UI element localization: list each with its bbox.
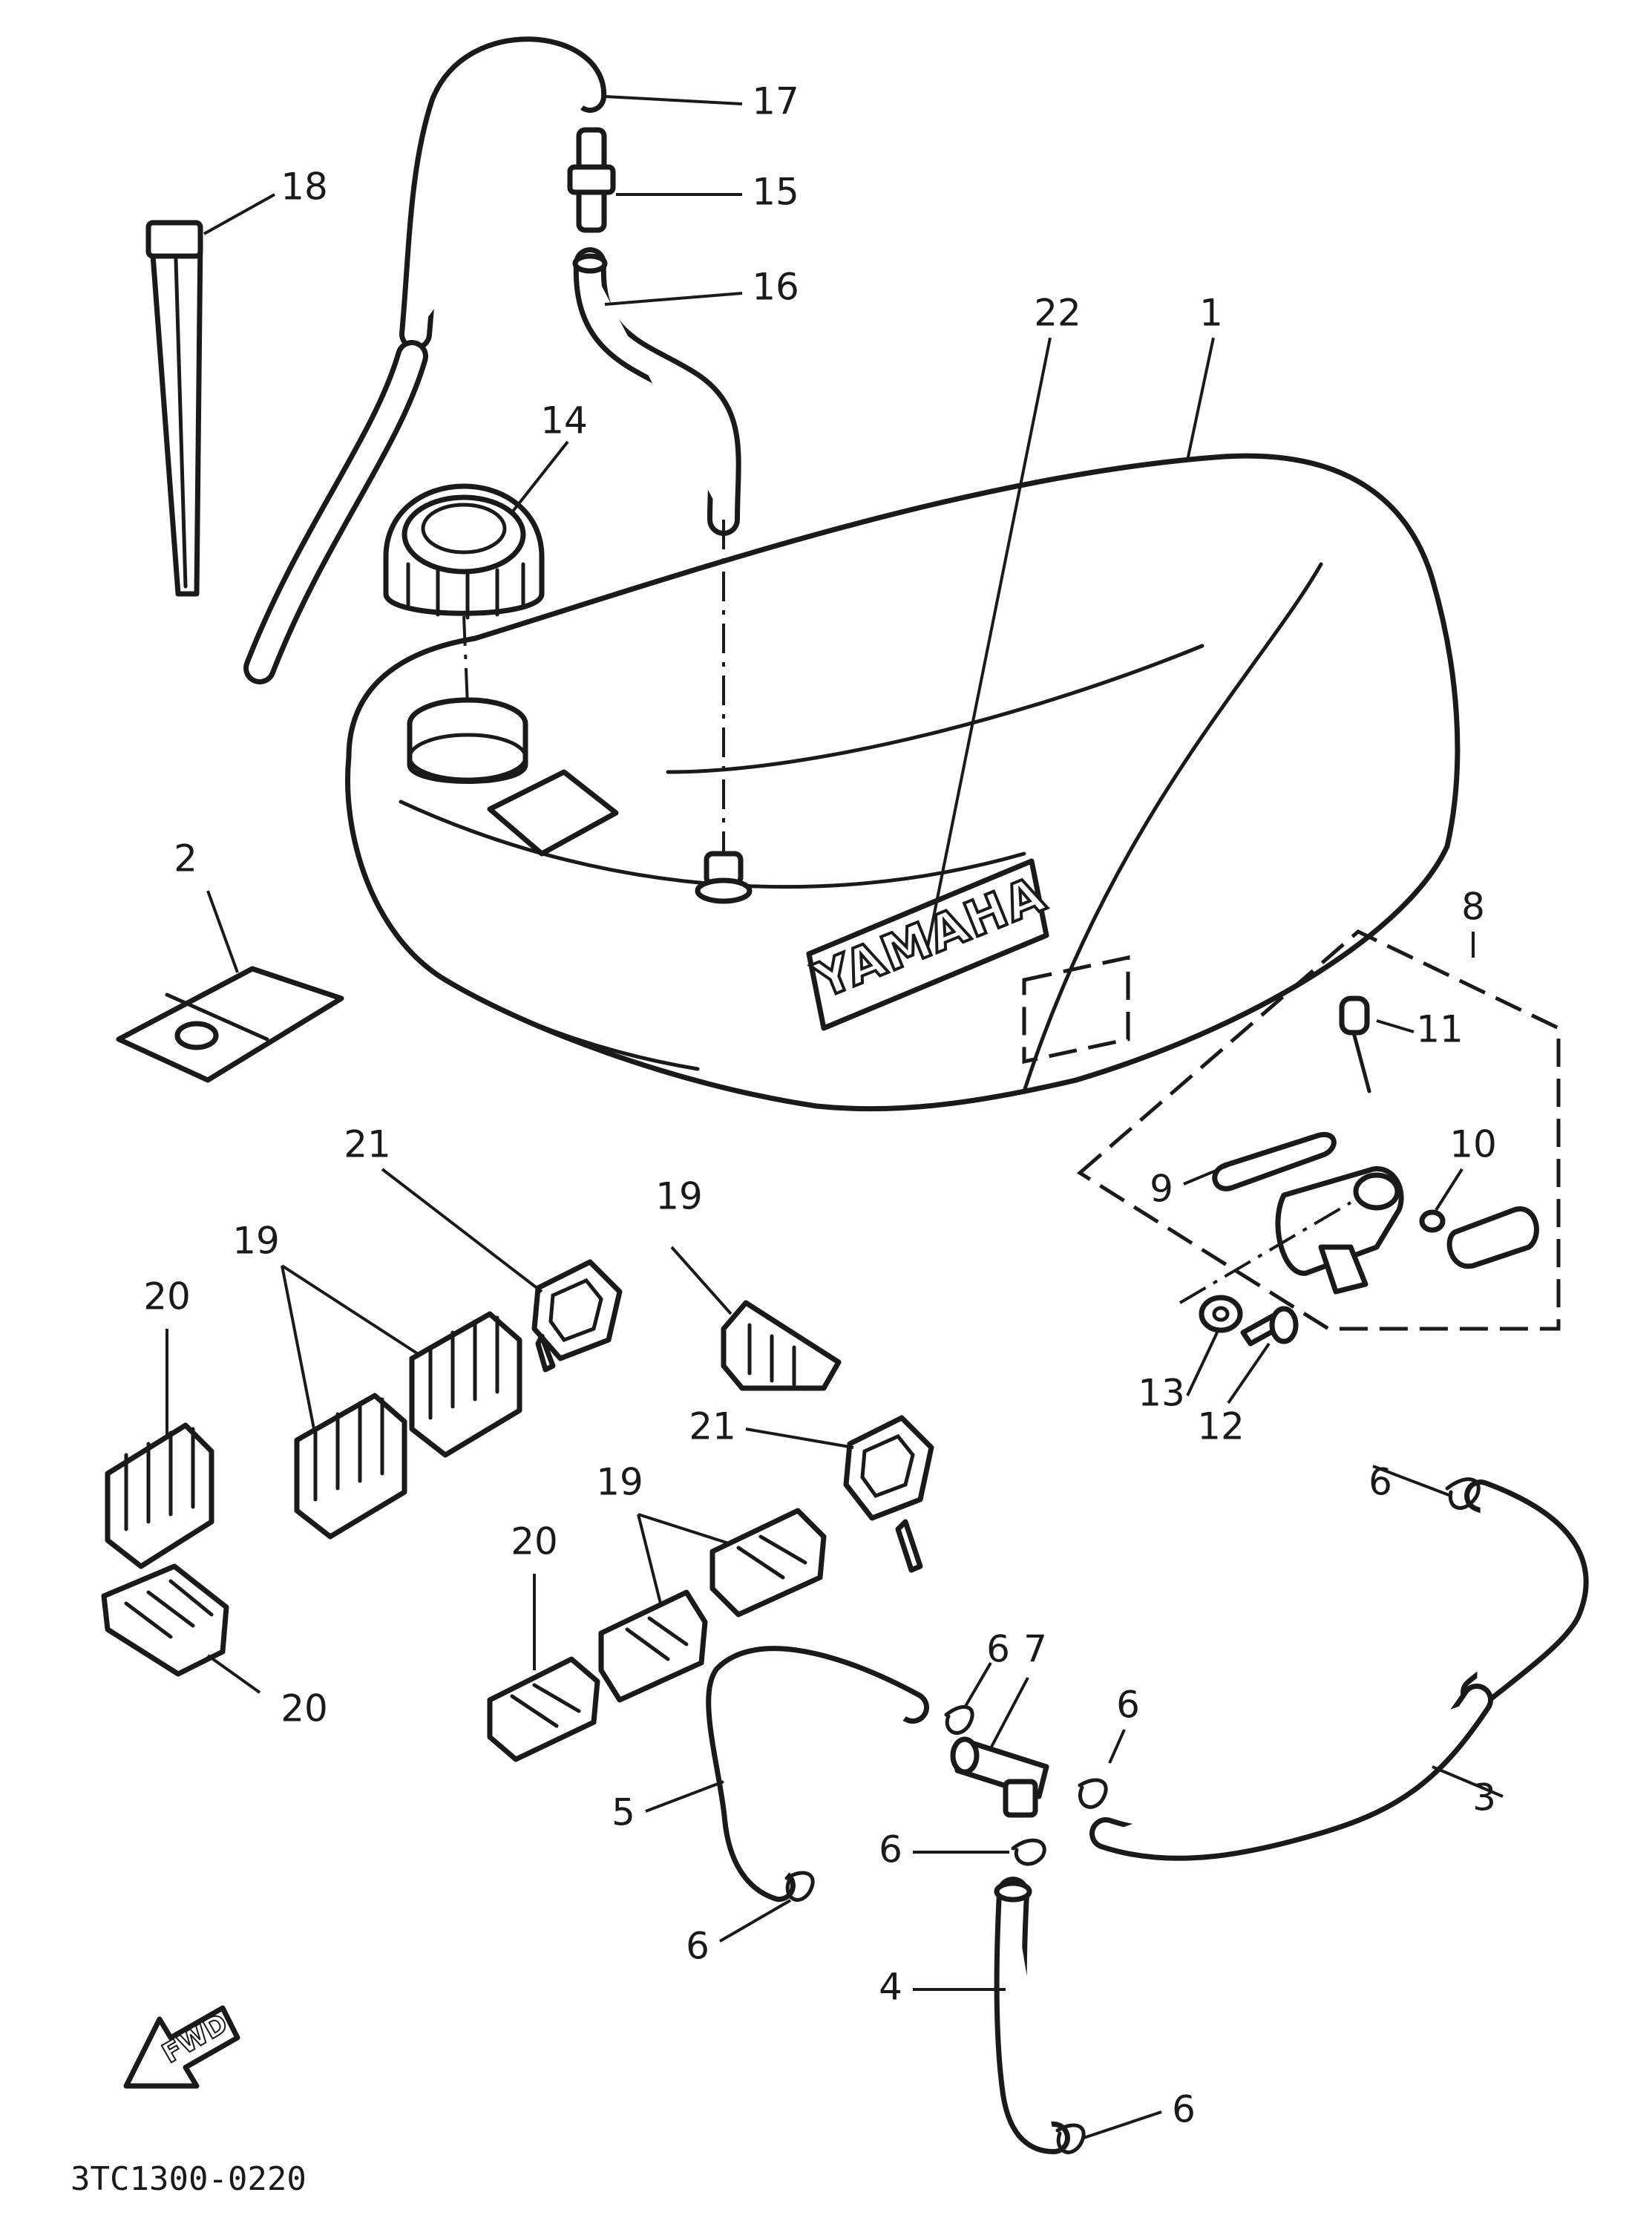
callout-13: 13 [1138,1372,1185,1415]
protector-20-mid [487,1656,600,1762]
callout-6-hose-5-end: 6 [686,1925,709,1968]
callout-2: 2 [174,837,197,880]
callout-6-left-of-joint: 6 [986,1628,1010,1671]
callout-labels: 1 2 3 4 5 6 6 6 6 6 6 6 7 8 9 10 11 12 1… [143,80,1497,2131]
fuel-hose-3 [1089,1479,1589,1861]
callout-22: 22 [1034,292,1081,335]
centerline-cock [1179,1201,1352,1304]
callout-19-mid: 19 [596,1461,643,1504]
callout-20-lower-left: 20 [281,1687,328,1730]
callout-18: 18 [281,166,328,209]
fuel-hose-4 [994,1877,1070,2154]
callout-7: 7 [1023,1628,1047,1671]
callout-10: 10 [1449,1123,1497,1166]
fwd-direction-arrow: FWD [123,2005,240,2089]
protector-19-left-a [294,1393,407,1540]
fuel-hose-5 [706,1646,929,1902]
callout-6-below-joint: 6 [879,1828,902,1871]
callout-21-lower: 21 [689,1405,736,1448]
band-2 [116,966,344,1083]
callout-6-upper-right: 6 [1369,1461,1392,1504]
callout-9: 9 [1150,1168,1173,1211]
callout-17: 17 [752,80,799,123]
callout-19-left: 19 [232,1220,280,1263]
callout-20-mid: 20 [511,1520,558,1563]
band-18 [145,220,203,597]
protector-19-mid-a [598,1589,708,1703]
callout-16: 16 [752,266,799,309]
callout-6-right-of-joint: 6 [1116,1684,1140,1727]
callout-20-upper-left: 20 [143,1275,191,1318]
t-joint-7 [950,1736,1049,1818]
hose-joint-15 [567,127,616,233]
callout-8: 8 [1461,886,1485,929]
fuel-tank-1 [345,453,1461,1112]
callout-14: 14 [540,399,588,442]
callout-21-upper: 21 [344,1123,391,1166]
fuel-cap-14 [383,483,545,620]
callout-3: 3 [1472,1776,1496,1819]
callout-12: 12 [1197,1405,1245,1448]
callout-19-right-top: 19 [655,1175,703,1218]
holder-21-lower [843,1415,934,1573]
protector-19-right-top [721,1300,842,1391]
leader-lines [165,95,1504,2139]
callout-1: 1 [1199,292,1223,335]
callout-15: 15 [752,171,799,214]
protector-19-mid-b [709,1508,827,1618]
holder-21-upper [531,1259,623,1373]
breather-hose-17 [243,36,606,684]
callout-6-hose-4-end: 6 [1172,2088,1196,2131]
protector-20-lower-left [101,1563,229,1677]
protector-19-left-b [409,1311,522,1458]
callout-5: 5 [612,1791,635,1834]
drawing-code: 3TC1300-0220 [71,2160,307,2198]
breather-hose-16 [572,247,741,536]
protector-20-upper-left [105,1422,214,1569]
callout-4: 4 [879,1966,902,2009]
hose-clips-6 [784,1477,1481,2154]
callout-11: 11 [1416,1008,1463,1051]
fuel-cock-assy-8 [1076,929,1561,1347]
centerline-cap [462,615,469,706]
